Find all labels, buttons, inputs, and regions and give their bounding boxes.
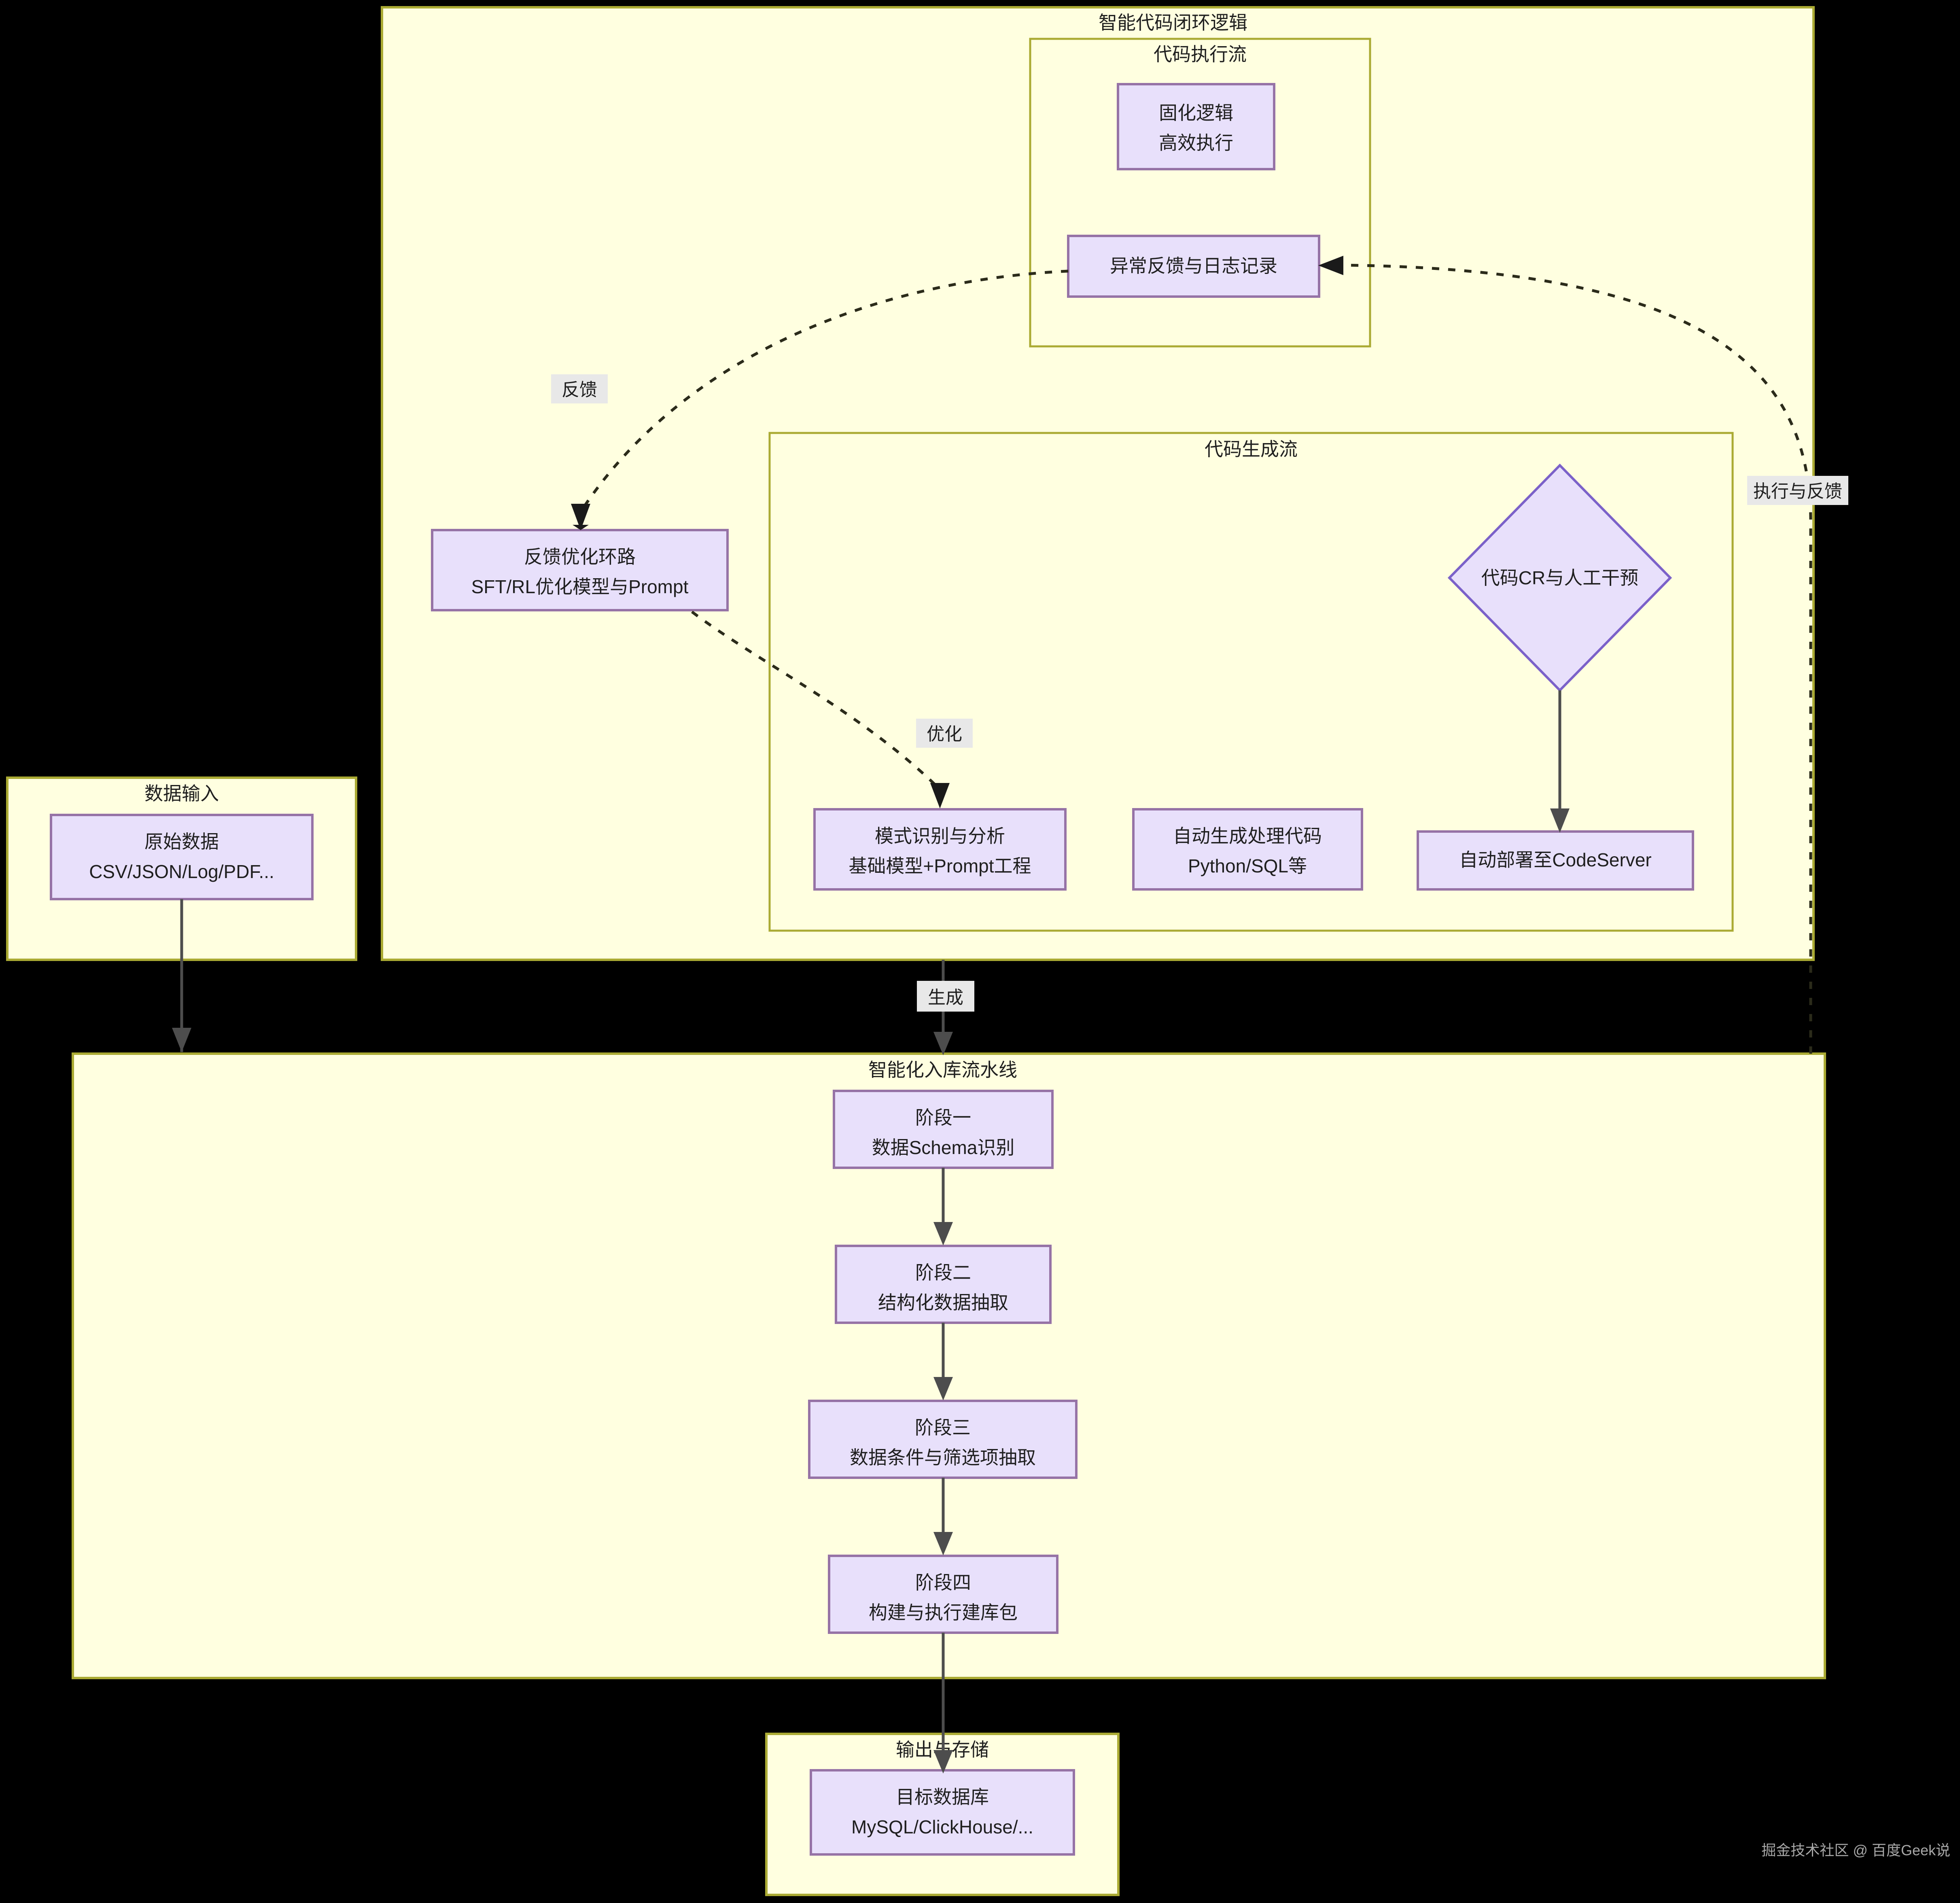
edge-label-feedback: 反馈 [562, 380, 597, 400]
node-stage1-line2: 数据Schema识别 [872, 1137, 1015, 1158]
node-auto-deploy[interactable] [1417, 830, 1694, 891]
node-stage3-line2: 数据条件与筛选项抽取 [850, 1447, 1036, 1468]
edge-label-exec-feedback: 执行与反馈 [1753, 482, 1842, 501]
node-target-db-line2: MySQL/ClickHouse/... [851, 1816, 1033, 1837]
edge-label-generate: 生成 [928, 988, 963, 1008]
edge-stage4-to-db-arrow [933, 1750, 953, 1774]
node-auto-codegen-line1: 自动生成处理代码 [1173, 825, 1322, 846]
node-solid-logic-line2: 高效执行 [1159, 132, 1233, 153]
node-stage2[interactable] [835, 1245, 1052, 1324]
group-gen-flow-title: 代码生成流 [1205, 439, 1298, 460]
edge-stage2-stage3-arrow [933, 1377, 953, 1400]
group-pipeline-title: 智能化入库流水线 [868, 1059, 1017, 1080]
edge-optimize-arrow [930, 783, 950, 808]
node-code-cr-line1: 代码CR与人工干预 [1481, 567, 1638, 588]
node-target-db[interactable] [810, 1769, 1075, 1856]
node-stage4-line1: 阶段四 [915, 1572, 971, 1593]
edge-label-feedback-bg [551, 374, 608, 403]
node-pattern-analysis-line2: 基础模型+Prompt工程 [848, 855, 1031, 876]
group-closed-loop-title: 智能代码闭环逻辑 [1099, 12, 1247, 33]
node-auto-codegen[interactable] [1132, 808, 1363, 891]
node-auto-codegen-line2: Python/SQL等 [1188, 855, 1307, 876]
edge-label-exec-feedback-bg [1747, 476, 1848, 505]
node-exception-log[interactable] [1067, 235, 1320, 298]
node-exception-log-line1: 异常反馈与日志记录 [1110, 255, 1277, 276]
node-raw-data-line2: CSV/JSON/Log/PDF... [89, 861, 274, 882]
node-solid-logic[interactable] [1117, 83, 1275, 170]
node-pattern-analysis[interactable] [813, 808, 1067, 891]
edge-exec-feedback-arrow [1318, 256, 1343, 275]
node-solid-logic-line1: 固化逻辑 [1159, 102, 1233, 123]
node-feedback-loop[interactable] [431, 529, 729, 611]
node-auto-deploy-line1: 自动部署至CodeServer [1459, 849, 1651, 870]
node-target-db-line1: 目标数据库 [896, 1786, 989, 1808]
node-stage2-line1: 阶段二 [915, 1262, 971, 1283]
edge-label-optimize-bg [916, 719, 973, 748]
edge-exec-feedback [1331, 263, 1812, 1054]
group-exec-flow-title: 代码执行流 [1154, 44, 1247, 65]
edge-generate-arrow [933, 1032, 953, 1055]
node-stage4-line2: 构建与执行建库包 [869, 1602, 1018, 1623]
edge-feedback-arrow [571, 504, 590, 530]
edge-rawdata-arrow [172, 1028, 191, 1052]
node-pattern-analysis-line1: 模式识别与分析 [875, 825, 1005, 846]
edge-feedback [579, 269, 1069, 513]
node-stage1[interactable] [833, 1090, 1054, 1169]
edge-label-optimize: 优化 [927, 724, 962, 744]
node-feedback-loop-line2: SFT/RL优化模型与Prompt [471, 576, 689, 597]
edge-optimize [691, 611, 941, 790]
node-feedback-loop-line1: 反馈优化环路 [524, 546, 636, 567]
node-stage4[interactable] [828, 1555, 1058, 1634]
edge-stage1-stage2-arrow [933, 1222, 953, 1245]
watermark-text: 掘金技术社区 @ 百度Geek说 [1761, 1842, 1950, 1858]
node-raw-data[interactable] [50, 814, 314, 900]
node-stage3-line1: 阶段三 [915, 1417, 971, 1438]
edge-label-generate-bg [917, 981, 974, 1012]
node-stage2-line2: 结构化数据抽取 [878, 1292, 1008, 1313]
node-raw-data-line1: 原始数据 [144, 831, 219, 852]
node-stage1-line1: 阶段一 [915, 1107, 971, 1128]
edge-cr-to-deploy-arrow [1550, 808, 1570, 833]
edge-stage3-stage4-arrow [933, 1532, 953, 1555]
group-data-input-title: 数据输入 [144, 783, 219, 804]
